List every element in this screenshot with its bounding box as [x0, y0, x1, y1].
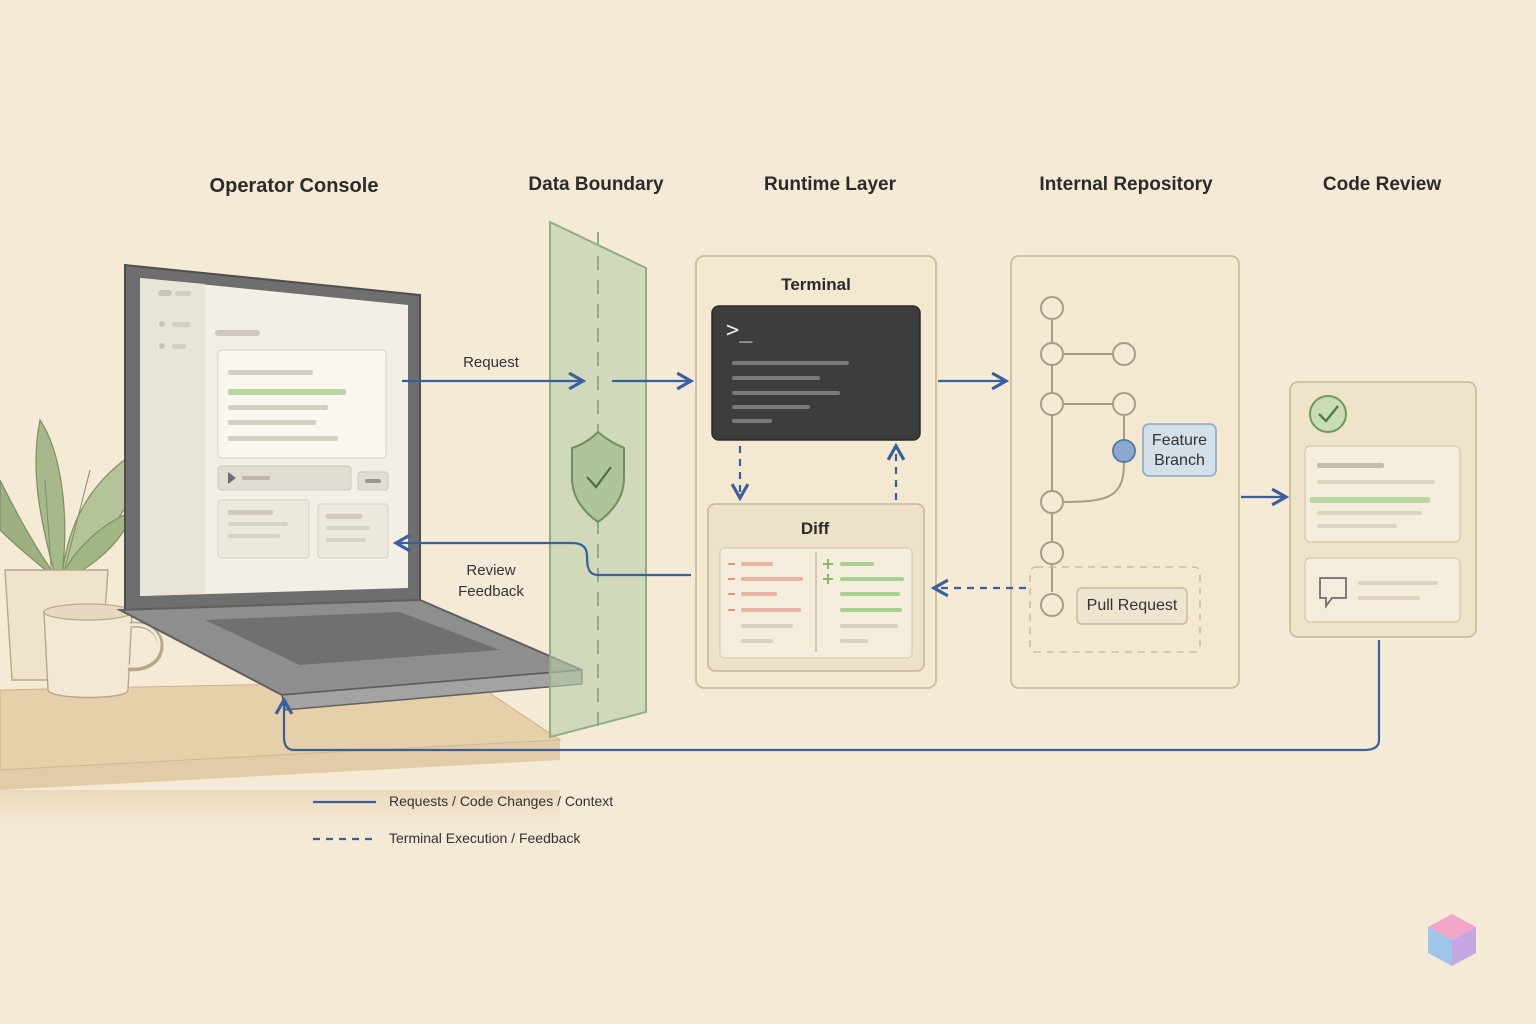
column-title-operator-console: Operator Console [209, 175, 379, 197]
review-return-arrow [274, 640, 1381, 752]
code-review-card [1289, 381, 1477, 638]
diff-removed-lines [728, 562, 803, 643]
repository-box [1010, 255, 1240, 689]
review-feedback-line1: Review [466, 562, 516, 579]
pull-request-box [1076, 587, 1188, 625]
pull-request-label: Pull Request [1086, 597, 1178, 614]
column-title-code-review: Code Review [1322, 174, 1442, 195]
feature-branch-tag-box [1142, 423, 1217, 477]
diff-panel [707, 503, 925, 672]
column-title-data-boundary: Data Boundary [528, 174, 664, 195]
desk-illustration [0, 679, 562, 850]
feature-branch-line2: Branch [1154, 452, 1205, 469]
pull-request-area [1029, 566, 1201, 653]
approved-check-icon [1309, 395, 1347, 433]
review-feedback-label: Review Feedback [458, 560, 524, 602]
cube-logo [1428, 914, 1476, 966]
feature-branch-label: Feature Branch [1143, 431, 1216, 471]
column-title-internal-repository: Internal Repository [1039, 174, 1213, 195]
column-title-runtime-layer: Runtime Layer [764, 174, 896, 195]
terminal-window [711, 305, 921, 441]
shield-check-icon [571, 430, 626, 524]
request-label: Request [463, 354, 519, 371]
review-feedback-line2: Feedback [458, 583, 524, 600]
comment-icon [1319, 577, 1347, 609]
mug-illustration [43, 603, 164, 699]
laptop-illustration [116, 263, 583, 711]
git-graph [1040, 296, 1136, 617]
legend-solid-label: Requests / Code Changes / Context [389, 793, 614, 809]
terminal-title: Terminal [781, 275, 851, 294]
diff-title: Diff [800, 519, 830, 538]
feature-branch-commit [1112, 439, 1136, 463]
solid-flow-arrows [274, 371, 1381, 752]
dashed-flow-arrows [730, 442, 1026, 598]
terminal-prompt: >_ [726, 318, 753, 343]
diff-added-lines [823, 559, 904, 643]
legend-dashed-label: Terminal Execution / Feedback [389, 830, 581, 846]
feature-branch-line1: Feature [1151, 432, 1208, 449]
review-feedback-arrow [392, 533, 691, 577]
